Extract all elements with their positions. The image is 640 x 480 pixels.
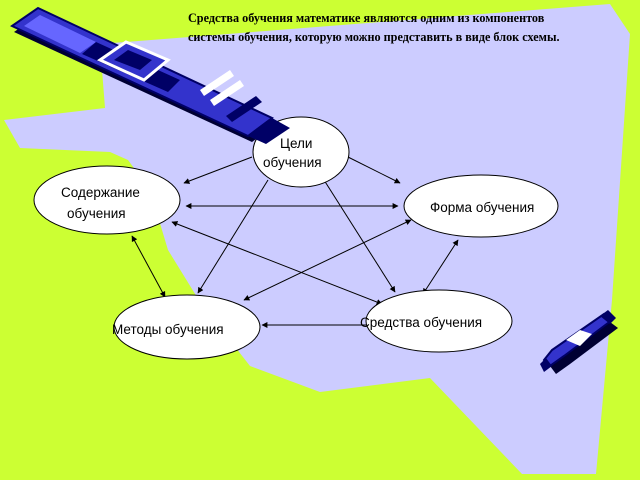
paper-sheet xyxy=(4,4,630,474)
arrow-content-methods xyxy=(131,235,166,298)
node-goals-label-line1: Цели xyxy=(280,136,313,151)
arrow-methods-form xyxy=(243,219,412,301)
node-goals-label-line2: обучения xyxy=(263,155,322,170)
arrow-form-means xyxy=(422,239,459,295)
slide-title: Средства обучения математике являются од… xyxy=(188,11,560,44)
node-content-label-line1: Содержание xyxy=(61,185,140,200)
connector-arrows xyxy=(131,156,459,328)
node-methods-label: Методы обучения xyxy=(112,322,224,337)
node-means xyxy=(365,289,513,353)
node-form xyxy=(403,174,559,238)
node-form-label: Форма обучения xyxy=(430,200,535,215)
arrow-goals-form xyxy=(347,156,401,184)
arrow-goals-content xyxy=(183,156,253,184)
small-marker-icon xyxy=(540,310,618,374)
node-methods xyxy=(113,294,261,360)
node-means-label: Средства обучения xyxy=(360,315,483,330)
marker-pen-icon xyxy=(9,6,290,144)
node-content xyxy=(33,165,181,235)
node-content-label-line2: обучения xyxy=(67,206,126,221)
